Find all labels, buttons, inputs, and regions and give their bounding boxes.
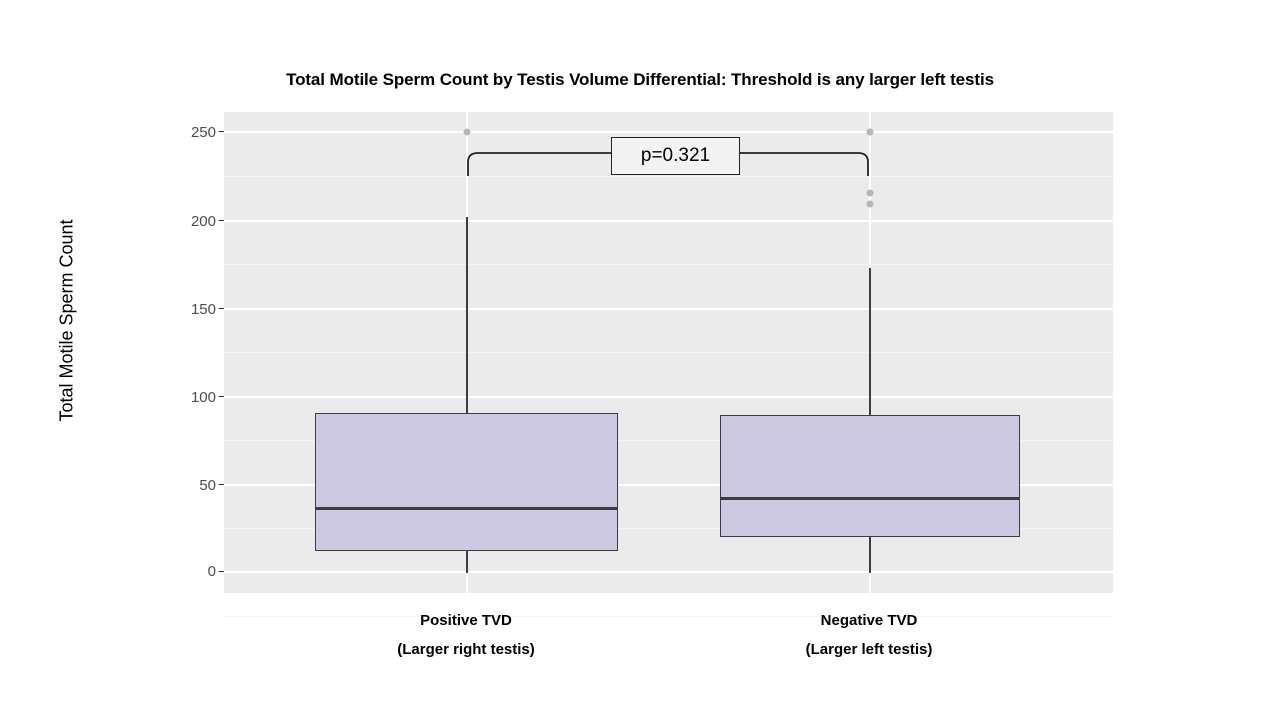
y-tick-label-150: 150 [190, 301, 216, 318]
p-value-label: p=0.321 [611, 137, 740, 175]
y-axis-title: Total Motile Sperm Count [56, 219, 77, 422]
outlier-negative-tvd-1 [866, 128, 874, 136]
page-title: Total Motile Sperm Count by Testis Volum… [286, 70, 994, 89]
gridline-minor-125 [224, 352, 1113, 353]
x-tick-label-positive-tvd-line1: Positive TVD [420, 612, 512, 629]
gridline-major-100 [224, 396, 1113, 398]
whisker-upper-positive-tvd [466, 217, 468, 413]
median-positive-tvd [315, 507, 618, 510]
gridline-major-0 [224, 571, 1113, 573]
y-tick-label-100: 100 [190, 389, 216, 406]
gridline-major-250 [224, 131, 1113, 133]
box-positive-tvd [315, 413, 618, 551]
x-tick-label-positive-tvd-line2: (Larger right testis) [397, 640, 535, 658]
median-negative-tvd [720, 497, 1020, 500]
y-tick-mark-50 [219, 484, 224, 486]
whisker-upper-negative-tvd [869, 268, 871, 415]
x-tick-label-negative-tvd-line2: (Larger left testis) [805, 640, 933, 658]
gridline-major-150 [224, 308, 1113, 310]
x-tick-label-negative-tvd-line1: Negative TVD [820, 612, 918, 629]
p-value-text: p=0.321 [640, 145, 711, 166]
gridline-major-200 [224, 220, 1113, 222]
gridline-minor-175 [224, 264, 1113, 265]
y-tick-mark-100 [219, 396, 224, 398]
gridline-minor-75 [224, 440, 1113, 441]
outlier-positive-tvd-1 [463, 128, 471, 136]
x-tick-label-positive-tvd: Positive TVD (Larger right testis) [316, 607, 616, 664]
y-tick-label-200: 200 [190, 213, 216, 230]
y-tick-mark-200 [219, 220, 224, 222]
y-tick-mark-250 [219, 131, 224, 133]
gridline-minor-225 [224, 176, 1113, 177]
gridline-minor-25 [224, 528, 1113, 529]
y-tick-label-0: 0 [207, 563, 216, 580]
y-tick-label-50: 50 [199, 477, 216, 494]
y-tick-mark-150 [219, 308, 224, 310]
whisker-lower-negative-tvd [869, 537, 871, 573]
outlier-negative-tvd-2 [866, 189, 874, 197]
whisker-lower-positive-tvd [466, 551, 468, 573]
outlier-negative-tvd-3 [866, 200, 874, 208]
x-tick-label-negative-tvd: Negative TVD (Larger left testis) [719, 607, 1019, 664]
y-tick-label-250: 250 [190, 124, 216, 141]
gridline-major-50 [224, 484, 1113, 486]
plot-panel [224, 112, 1113, 617]
gridline-minor-n25 [224, 616, 1113, 617]
y-tick-mark-0 [219, 571, 224, 573]
box-negative-tvd [720, 415, 1020, 537]
